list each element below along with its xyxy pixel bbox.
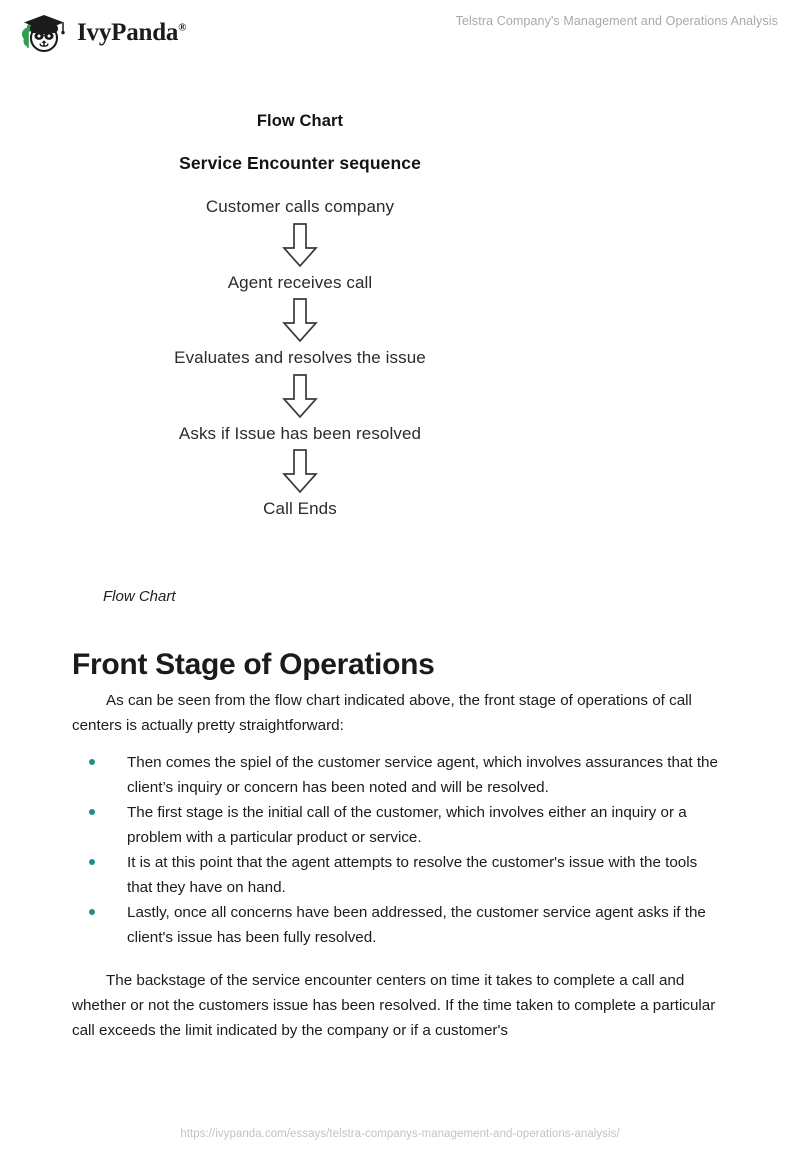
list-item: It is at this point that the agent attem… — [72, 850, 722, 900]
flow-chart-subtitle: Service Encounter sequence — [179, 153, 421, 173]
page-footer: https://ivypanda.com/essays/telstra-comp… — [0, 1124, 800, 1142]
down-block-arrow-icon-2 — [50, 292, 550, 348]
bullet-dot-icon — [89, 909, 95, 915]
list-item-text: Lastly, once all concerns have been addr… — [127, 904, 706, 946]
brand-wordmark: IvyPanda® — [77, 19, 186, 47]
flow-step-2: Agent receives call — [227, 272, 373, 292]
body-content: As can be seen from the flow chart indic… — [72, 688, 722, 1057]
section-heading: Front Stage of Operations — [72, 648, 435, 682]
down-block-arrow-icon-4 — [50, 443, 550, 499]
bullet-dot-icon — [89, 859, 95, 865]
source-url[interactable]: https://ivypanda.com/essays/telstra-comp… — [180, 1128, 620, 1140]
flow-step-1: Customer calls company — [205, 197, 395, 216]
front-stage-bullet-list: Then comes the spiel of the customer ser… — [72, 750, 722, 950]
bullet-dot-icon — [89, 809, 95, 815]
flow-step-5: Call Ends — [263, 499, 337, 519]
ivypanda-logo[interactable]: IvyPanda® — [18, 10, 186, 56]
down-block-arrow-icon-1 — [50, 217, 550, 273]
registered-trademark-icon: ® — [178, 21, 187, 34]
brand-name-text: IvyPanda — [77, 19, 179, 46]
list-item-text: The first stage is the initial call of t… — [127, 804, 687, 846]
list-item-text: Then comes the spiel of the customer ser… — [127, 754, 718, 796]
down-block-arrow-icon-3 — [50, 368, 550, 424]
bullet-dot-icon — [89, 759, 95, 765]
panda-graduate-logo-icon — [18, 10, 70, 56]
closing-paragraph: The backstage of the service encounter c… — [72, 972, 716, 1039]
list-item: Then comes the spiel of the customer ser… — [72, 750, 722, 800]
flow-chart-figure: Flow Chart Service Encounter sequence Cu… — [0, 112, 800, 519]
flow-step-4: Asks if Issue has been resolved — [178, 423, 422, 443]
flow-step-3: Evaluates and resolves the issue — [174, 348, 426, 368]
list-item-text: It is at this point that the agent attem… — [127, 854, 698, 896]
page-header: IvyPanda® Telstra Company's Management a… — [0, 0, 800, 66]
list-item: The first stage is the initial call of t… — [72, 800, 722, 850]
flow-chart-title: Flow Chart — [256, 112, 344, 130]
figure-caption: Flow Chart — [103, 588, 176, 605]
document-title: Telstra Company's Management and Operati… — [455, 14, 778, 28]
intro-paragraph: As can be seen from the flow chart indic… — [72, 692, 692, 734]
list-item: Lastly, once all concerns have been addr… — [72, 900, 722, 950]
